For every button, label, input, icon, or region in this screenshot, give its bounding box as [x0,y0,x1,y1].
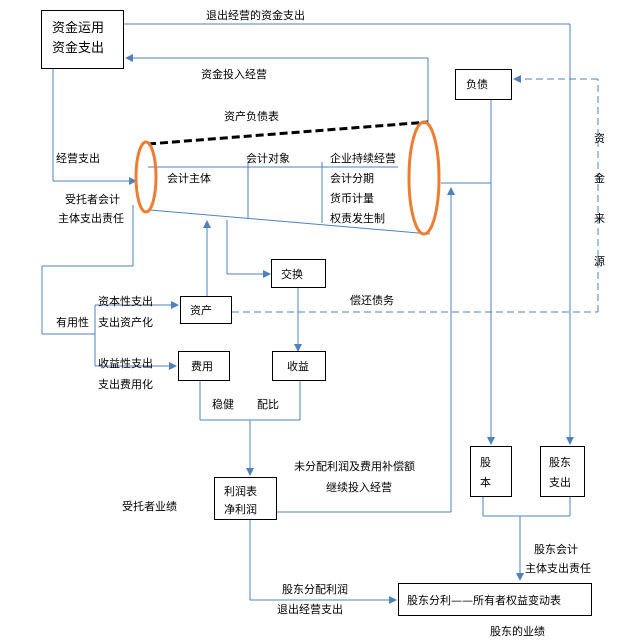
debt-repayment-label: 偿还债务 [350,294,394,307]
share-capital-label-1: 股 [480,456,491,469]
income-statement-label: 利润表 [224,485,257,498]
operating-expense-label: 经营支出 [56,152,100,165]
fund-expenditure-label: 资金支出 [52,41,105,56]
usefulness-label: 有用性 [56,316,89,329]
trustee-accounting-label: 受托者会计 [65,193,120,206]
capital-expenditure-label: 资本性支出 [98,295,153,308]
income-statement-box: 利润表 净利润 [214,477,277,520]
dividend-label: 股东分配利润 [282,583,348,596]
fund-use-box: 资金运用 资金支出 [41,10,124,69]
equity-statement-box: 股东分利——所有者权益变动表 [398,583,592,616]
expense-box: 费用 [178,351,230,381]
revenue-label: 收益 [287,360,309,373]
shareholder-label: 股东 [549,456,571,469]
share-capital-box: 股 本 [470,446,512,497]
trustee-responsibility-label: 主体支出责任 [58,212,124,225]
balance-sheet-label: 资产负债表 [224,110,279,123]
equity-statement-label: 股东分利——所有者权益变动表 [407,594,561,607]
fund-use-label: 资金运用 [52,21,105,36]
shareholder-performance-label: 股东的业绩 [490,625,545,638]
monetary-measure-label: 货币计量 [330,192,374,205]
expensing-label: 支出费用化 [98,378,153,391]
fund-input-label: 资金投入经营 [201,68,267,81]
asset-box: 资产 [180,296,232,324]
fund-source-char-4: 源 [594,255,605,268]
exit-funds-label: 退出经营的资金支出 [206,9,305,22]
accounting-object-label: 会计对象 [246,152,290,165]
exchange-label: 交换 [281,268,303,281]
accrual-basis-label: 权责发生制 [330,212,385,225]
matching-label: 配比 [257,398,279,411]
liability-box: 负债 [455,69,512,100]
asset-label: 资产 [190,304,212,317]
shareholder-expenditure-label: 支出 [549,476,571,489]
shareholder-expenditure-box: 股东 支出 [540,446,585,497]
exchange-box: 交换 [271,259,326,288]
fund-source-char-3: 来 [594,212,605,225]
exit-operating-expense-label: 退出经营支出 [277,603,343,616]
liability-label: 负债 [466,78,488,91]
capitalization-label: 支出资产化 [98,316,153,329]
accounting-entity-label: 会计主体 [167,172,211,185]
trustee-performance-label: 受托者业绩 [122,500,177,513]
fund-source-char-1: 资 [594,132,605,145]
fund-source-char-2: 金 [594,172,605,185]
net-profit-label: 净利润 [224,503,257,516]
share-capital-label-2: 本 [480,476,491,489]
revenue-expenditure-label: 收益性支出 [98,357,153,370]
shareholder-accounting-label: 股东会计 [534,543,578,556]
reinvest-label: 继续投入经营 [326,481,392,494]
undistributed-profit-label: 未分配利润及费用补偿额 [294,460,415,473]
accounting-period-label: 会计分期 [330,172,374,185]
prudence-label: 稳健 [212,398,234,411]
shareholder-responsibility-label: 主体支出责任 [525,562,591,575]
revenue-box: 收益 [272,351,326,381]
going-concern-label: 企业持续经营 [330,152,396,165]
expense-label: 费用 [191,360,213,373]
